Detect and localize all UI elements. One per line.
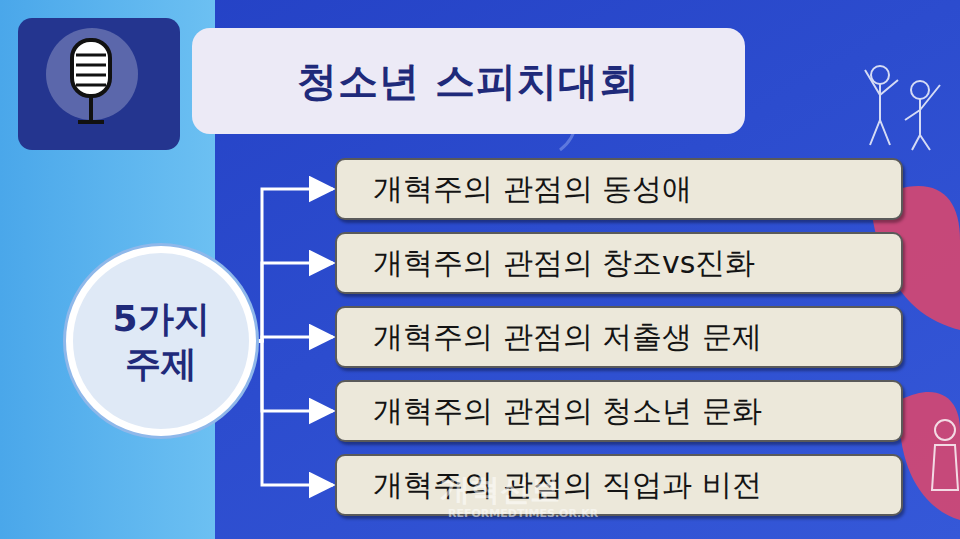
connector <box>256 189 333 341</box>
topic-circle: 5가지 주제 <box>66 246 256 436</box>
node-text: 개혁주의 관점의 동성애 <box>373 169 692 210</box>
node-text: 5가지 주제 <box>101 296 221 386</box>
node-text: 개혁주의 관점의 창조vs진화 <box>373 243 755 284</box>
connector <box>256 341 333 411</box>
pink-shape <box>899 392 960 520</box>
connector <box>256 337 333 341</box>
node-text: 청소년 스피치대회 <box>297 54 640 109</box>
mic-icon <box>18 18 180 150</box>
topic-box: 개혁주의 관점의 동성애 <box>335 158 903 220</box>
connector <box>256 341 333 485</box>
node-text: 개혁주의 관점의 청소년 문화 <box>373 391 762 432</box>
watermark: 개혁신보 <box>440 470 560 511</box>
title-box: 청소년 스피치대회 <box>192 28 745 134</box>
node-text: 개혁주의 관점의 저출생 문제 <box>373 317 762 358</box>
watermark-url: REFORMEDTIMES.OR.KR <box>448 507 598 520</box>
topic-box: 개혁주의 관점의 청소년 문화 <box>335 380 903 442</box>
node-text: 개혁주의 관점의 직업과 비전 <box>373 465 762 506</box>
connector <box>256 263 333 341</box>
topic-box: 개혁주의 관점의 저출생 문제 <box>335 306 903 368</box>
topic-box: 개혁주의 관점의 직업과 비전 <box>335 454 903 516</box>
topic-box: 개혁주의 관점의 창조vs진화 <box>335 232 903 294</box>
